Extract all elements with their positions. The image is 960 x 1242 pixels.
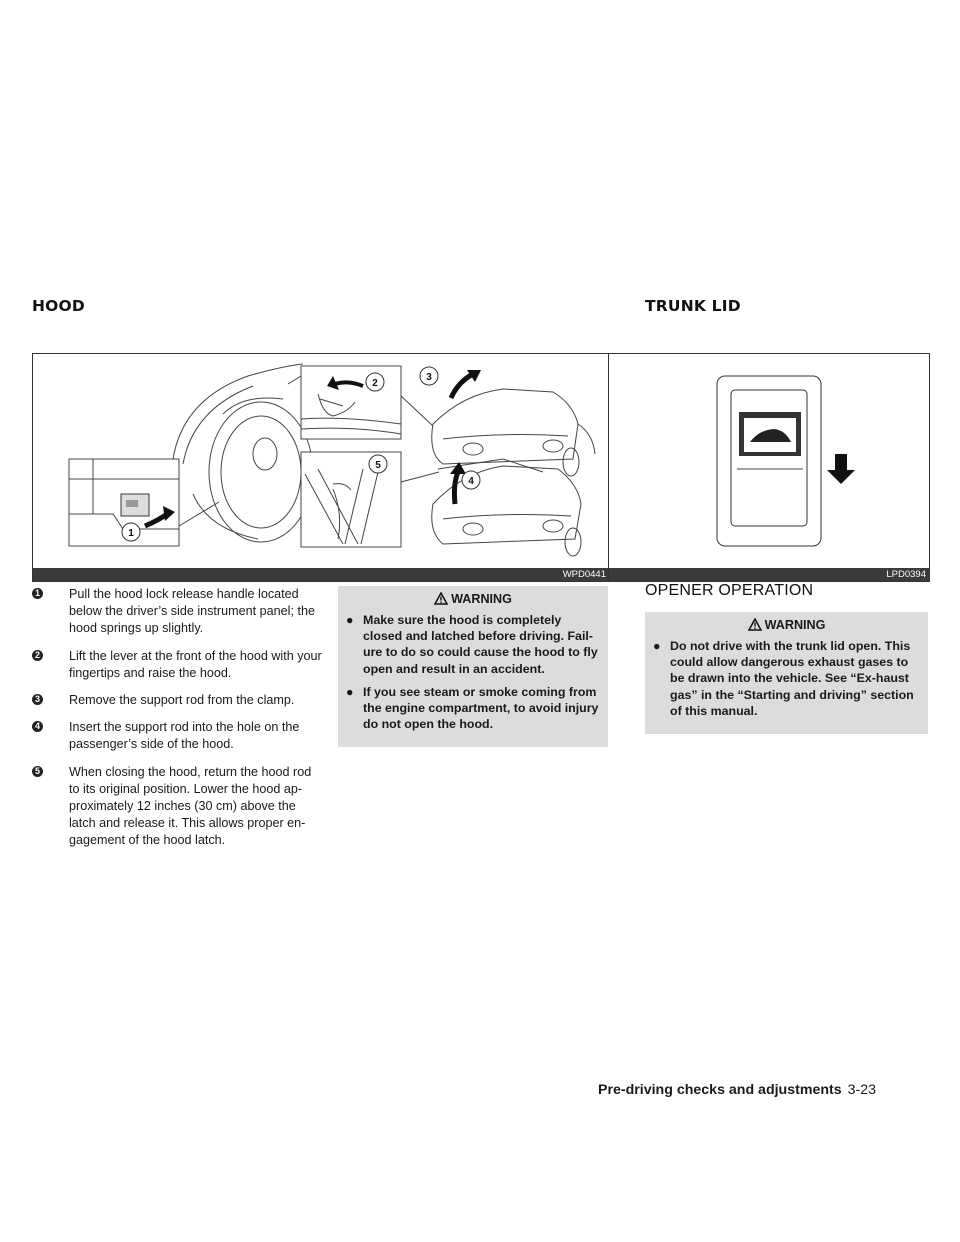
hood-figure-code: WPD0441 (559, 568, 609, 581)
hood-figure-bar (33, 568, 609, 581)
step-text: Lift the lever at the front of the hood … (69, 648, 322, 680)
bullet: ● (346, 684, 354, 699)
callout-2: 2 (372, 378, 378, 389)
callout-4: 4 (468, 476, 474, 487)
warning-item: ●If you see steam or smoke coming from t… (346, 684, 599, 732)
step-text: When closing the hood, return the hood r… (69, 764, 312, 848)
warning-icon (747, 617, 762, 631)
trunk-figure: LPD0394 (608, 353, 930, 582)
footer-section-title: Pre-driving checks and adjustments (598, 1082, 842, 1098)
page-number: 3-23 (847, 1082, 877, 1098)
step-number: 3 (32, 694, 43, 706)
hood-figure: 1 2 3 4 5 WPD0441 (32, 353, 610, 582)
warning-heading: WARNING (653, 617, 920, 632)
callout-5: 5 (375, 460, 381, 471)
step-number: 2 (32, 649, 43, 661)
list-item: 5 When closing the hood, return the hood … (32, 764, 324, 850)
list-item: 1 Pull the hood lock release handle locat… (32, 586, 324, 638)
bullet: ● (653, 639, 661, 653)
step-text: Pull the hood lock release handle locate… (69, 587, 315, 636)
trunk-warning-box: WARNING ●Do not drive with the trunk lid… (645, 612, 928, 735)
callout-3: 3 (426, 372, 432, 383)
step-text: Insert the support rod into the hole on … (69, 720, 300, 752)
bullet: ● (346, 613, 354, 627)
hood-warning-box: WARNING ●Make sure the hood is completel… (338, 586, 608, 748)
list-item: 2 Lift the lever at the front of the hood… (32, 648, 324, 682)
list-item: 3 Remove the support rod from the clamp. (32, 692, 324, 709)
hood-illustration: 1 2 3 4 5 (68, 363, 596, 557)
hood-steps-list: 1 Pull the hood lock release handle locat… (32, 586, 324, 860)
page-footer: Pre-driving checks and adjustments 3-23 (598, 1082, 876, 1098)
step-number: 5 (32, 765, 43, 777)
section-title-trunk-lid: TRUNK LID (645, 297, 741, 315)
trunk-switch-illustration (716, 375, 855, 547)
list-item: 4 Insert the support rod into the hole on… (32, 719, 324, 753)
trunk-figure-bar (609, 568, 929, 581)
warning-icon (433, 591, 449, 605)
step-text: Remove the support rod from the clamp. (69, 693, 295, 708)
callout-1: 1 (128, 528, 134, 539)
warning-item: ●Do not drive with the trunk lid open. T… (653, 639, 914, 718)
opener-operation-heading: OPENER OPERATION (645, 582, 814, 599)
section-title-hood: HOOD (32, 297, 85, 315)
step-number: 1 (32, 588, 43, 599)
step-number: 4 (32, 721, 43, 733)
warning-heading: WARNING (346, 591, 600, 606)
warning-item: ●Make sure the hood is completely closed… (346, 613, 598, 676)
trunk-figure-code: LPD0394 (883, 568, 929, 581)
